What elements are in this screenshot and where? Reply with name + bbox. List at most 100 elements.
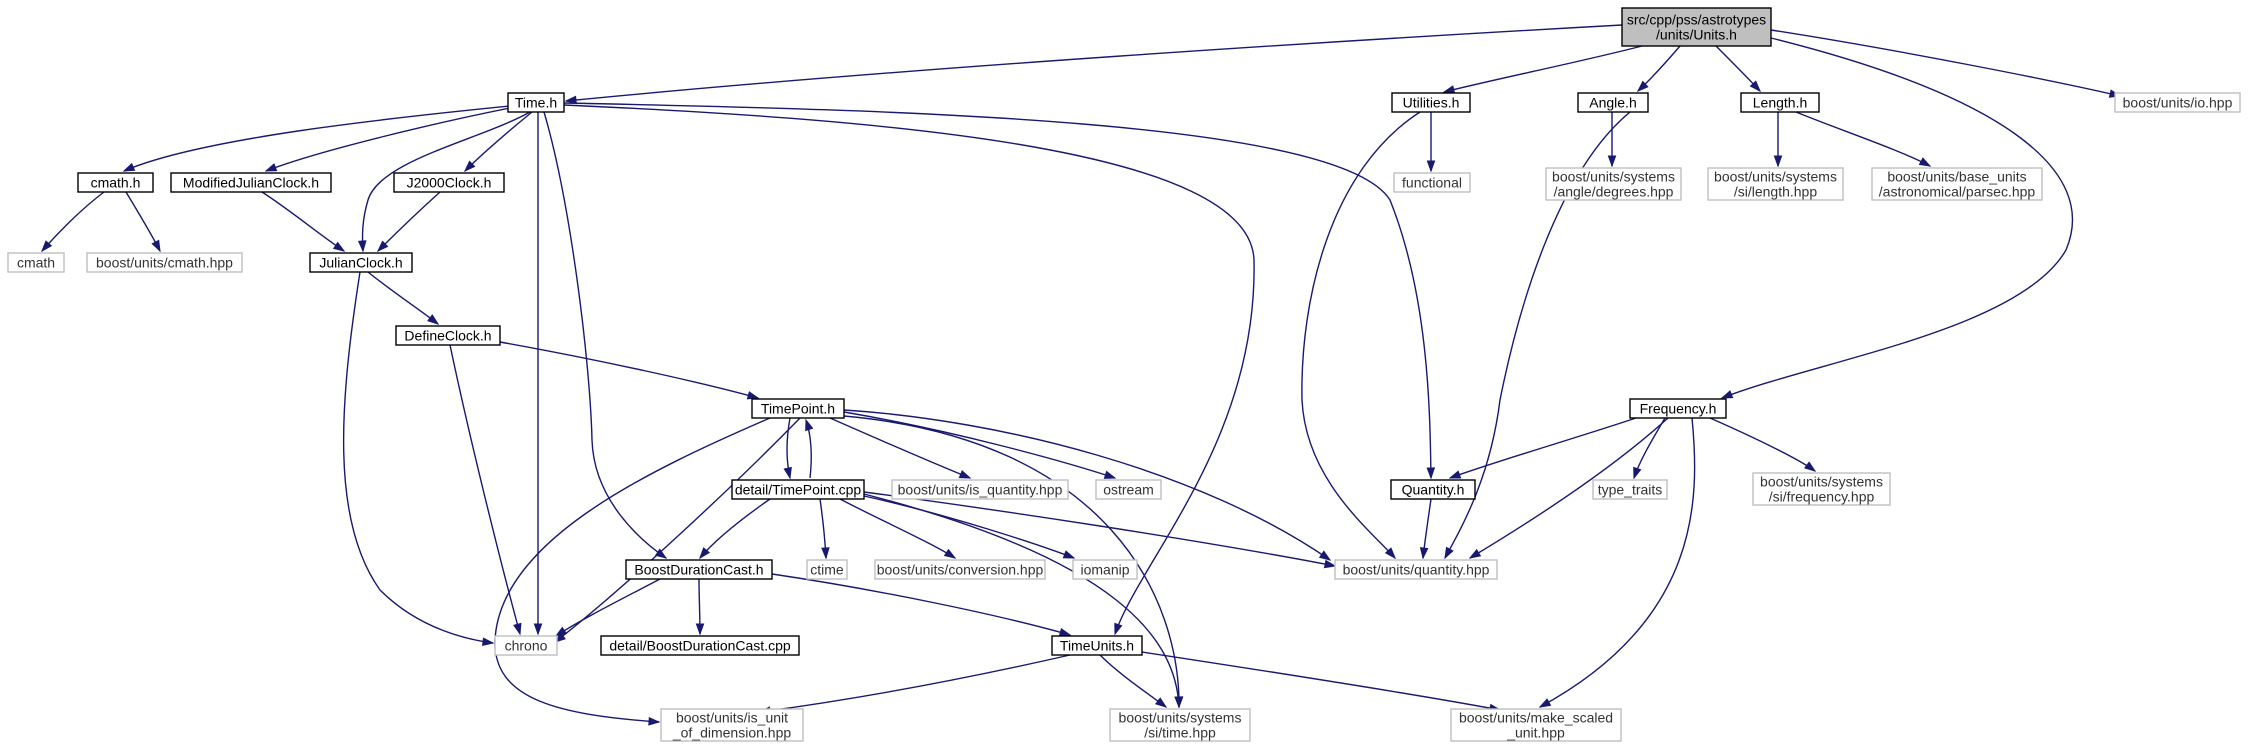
node-bdc-h[interactable]: BoostDurationCast.h [625, 559, 773, 580]
arrowhead [648, 716, 661, 726]
edge-units_h-to-boost_io [1770, 29, 2122, 98]
arrowhead [1468, 548, 1482, 559]
node-ostream: ostream [1095, 479, 1162, 500]
arrowhead [554, 626, 568, 637]
node-label-line: ModifiedJulianClock.h [183, 175, 319, 191]
arrowhead [1058, 627, 1072, 637]
edge-timeunits_h-to-is_unit_dim [758, 654, 1071, 715]
node-label-line: /units/Units.h [1656, 27, 1737, 43]
arrowhead [122, 162, 136, 172]
edge-mjc_h-to-julian_h [261, 191, 346, 252]
node-label-line: type_traits [1598, 482, 1663, 498]
node-angle-h[interactable]: Angle.h [1577, 92, 1649, 113]
node-timeunits-h[interactable]: TimeUnits.h [1051, 635, 1143, 656]
node-label-line: /angle/degrees.hpp [1554, 184, 1674, 200]
arrowhead [821, 547, 830, 560]
node-define-h[interactable]: DefineClock.h [395, 325, 501, 346]
arrowhead [1918, 157, 1932, 167]
node-label-line: /si/length.hpp [1734, 184, 1817, 200]
node-label-line: boost/units/systems [1714, 169, 1837, 185]
edge-utilities_h-to-functional [1426, 112, 1436, 173]
edge-bdc_h-to-bdc_cpp [695, 578, 705, 636]
edge-units_h-to-time_h [564, 24, 1623, 105]
edge-cmath_h-to-boost_cmath [125, 191, 161, 253]
edge-timepoint_h-to-chrono [553, 417, 801, 643]
edge-frequency_h-to-make_scaled [1538, 417, 1696, 708]
node-tp-cpp[interactable]: detail/TimePoint.cpp [731, 479, 865, 500]
edge-define_h-to-chrono [449, 344, 522, 636]
arrowhead [427, 314, 440, 325]
node-label-line: boost/units/systems [1552, 169, 1675, 185]
node-mjc-h[interactable]: ModifiedJulianClock.h [170, 172, 332, 193]
node-label-line: detail/TimePoint.cpp [735, 482, 862, 498]
edge-time_h-to-cmath_h [122, 105, 511, 172]
edge-bdc_h-to-timeunits_h [771, 573, 1072, 637]
arrowhead [41, 240, 53, 253]
edge-tp_cpp-to-ctime [819, 498, 830, 560]
edge-tp_cpp-to-bdc_h [699, 498, 771, 560]
edge-frequency_h-to-type_traits [1633, 417, 1666, 480]
edge-tp_cpp-to-si_time [863, 493, 1183, 709]
node-units-h[interactable]: src/cpp/pss/astrotypes/units/Units.h [1621, 7, 1772, 47]
node-frequency-h[interactable]: Frequency.h [1629, 398, 1727, 419]
edge-utilities_h-to-quantity_hpp [1301, 111, 1421, 560]
node-label-line: Angle.h [1589, 95, 1636, 111]
node-is-unit-dim: boost/units/is_unit_of_dimension.hpp [660, 708, 804, 742]
node-label-line: Utilities.h [1403, 95, 1460, 111]
node-label-line: boost/units/io.hpp [2123, 95, 2233, 111]
node-timepoint-h[interactable]: TimePoint.h [751, 398, 845, 419]
node-label-line: DefineClock.h [404, 328, 491, 344]
edge-timepoint_h-to-ostream [843, 411, 1117, 479]
edge-units_h-to-frequency_h [1720, 37, 2074, 399]
arrowhead [1103, 470, 1117, 479]
arrowhead [463, 160, 476, 173]
node-label-line: cmath.h [91, 175, 141, 191]
edge-frequency_h-to-si_freq [1709, 417, 1817, 472]
node-cmath-h[interactable]: cmath.h [77, 172, 154, 193]
edge-timeunits_h-to-make_scaled [1141, 651, 1502, 713]
node-bdc-cpp[interactable]: detail/BoostDurationCast.cpp [600, 635, 800, 656]
node-label-line: Quantity.h [1402, 482, 1465, 498]
arrowhead [1174, 696, 1183, 709]
edge-time_h-to-quantity_h [563, 102, 1436, 480]
node-label-line: Length.h [1753, 95, 1808, 111]
node-label-line: /si/time.hpp [1144, 725, 1216, 741]
node-label-line: boost/units/base_units [1887, 169, 2026, 185]
edge-time_h-to-chrono [533, 112, 543, 636]
node-label-line: boost/units/cmath.hpp [96, 255, 233, 271]
node-cmath: cmath [7, 252, 65, 273]
arrowhead [805, 418, 814, 432]
arrowhead [699, 547, 711, 560]
node-si-freq: boost/units/systems/si/frequency.hpp [1752, 472, 1891, 506]
node-label-line: boost/units/systems [1760, 474, 1883, 490]
edge-frequency_h-to-quantity_h [1448, 417, 1637, 479]
node-length-h[interactable]: Length.h [1740, 92, 1820, 113]
node-functional: functional [1393, 172, 1471, 193]
node-time-h[interactable]: Time.h [507, 92, 565, 113]
arrowhead [564, 95, 577, 105]
edges-layer [41, 24, 2122, 726]
node-label-line: ctime [810, 562, 844, 578]
arrowhead [1607, 155, 1617, 168]
node-make-scaled: boost/units/make_scaled_unit.hpp [1450, 708, 1622, 742]
edge-timepoint_h-to-quantity_hpp [843, 409, 1332, 561]
arrowhead [513, 622, 522, 636]
node-boost-io: boost/units/io.hpp [2114, 92, 2241, 113]
edge-julian_h-to-chrono [342, 271, 495, 646]
node-label-line: Frequency.h [1640, 401, 1717, 417]
node-label-line: boost/units/is_quantity.hpp [898, 482, 1063, 498]
arrowhead [1114, 622, 1123, 636]
arrowhead [1384, 547, 1396, 560]
node-label-line: boost/units/quantity.hpp [1343, 562, 1490, 578]
node-julian-h[interactable]: JulianClock.h [309, 252, 413, 273]
node-ctime: ctime [806, 559, 848, 580]
node-quantity-h[interactable]: Quantity.h [1390, 479, 1476, 500]
arrowhead [376, 240, 389, 253]
edge-quantity_h-to-quantity_hpp [1419, 498, 1432, 560]
node-boost-cmath: boost/units/cmath.hpp [86, 252, 243, 273]
node-utilities-h[interactable]: Utilities.h [1391, 92, 1471, 113]
node-j2000-h[interactable]: J2000Clock.h [393, 172, 505, 193]
arrowhead [1062, 550, 1076, 559]
node-angle-deg: boost/units/systems/angle/degrees.hpp [1545, 167, 1682, 201]
